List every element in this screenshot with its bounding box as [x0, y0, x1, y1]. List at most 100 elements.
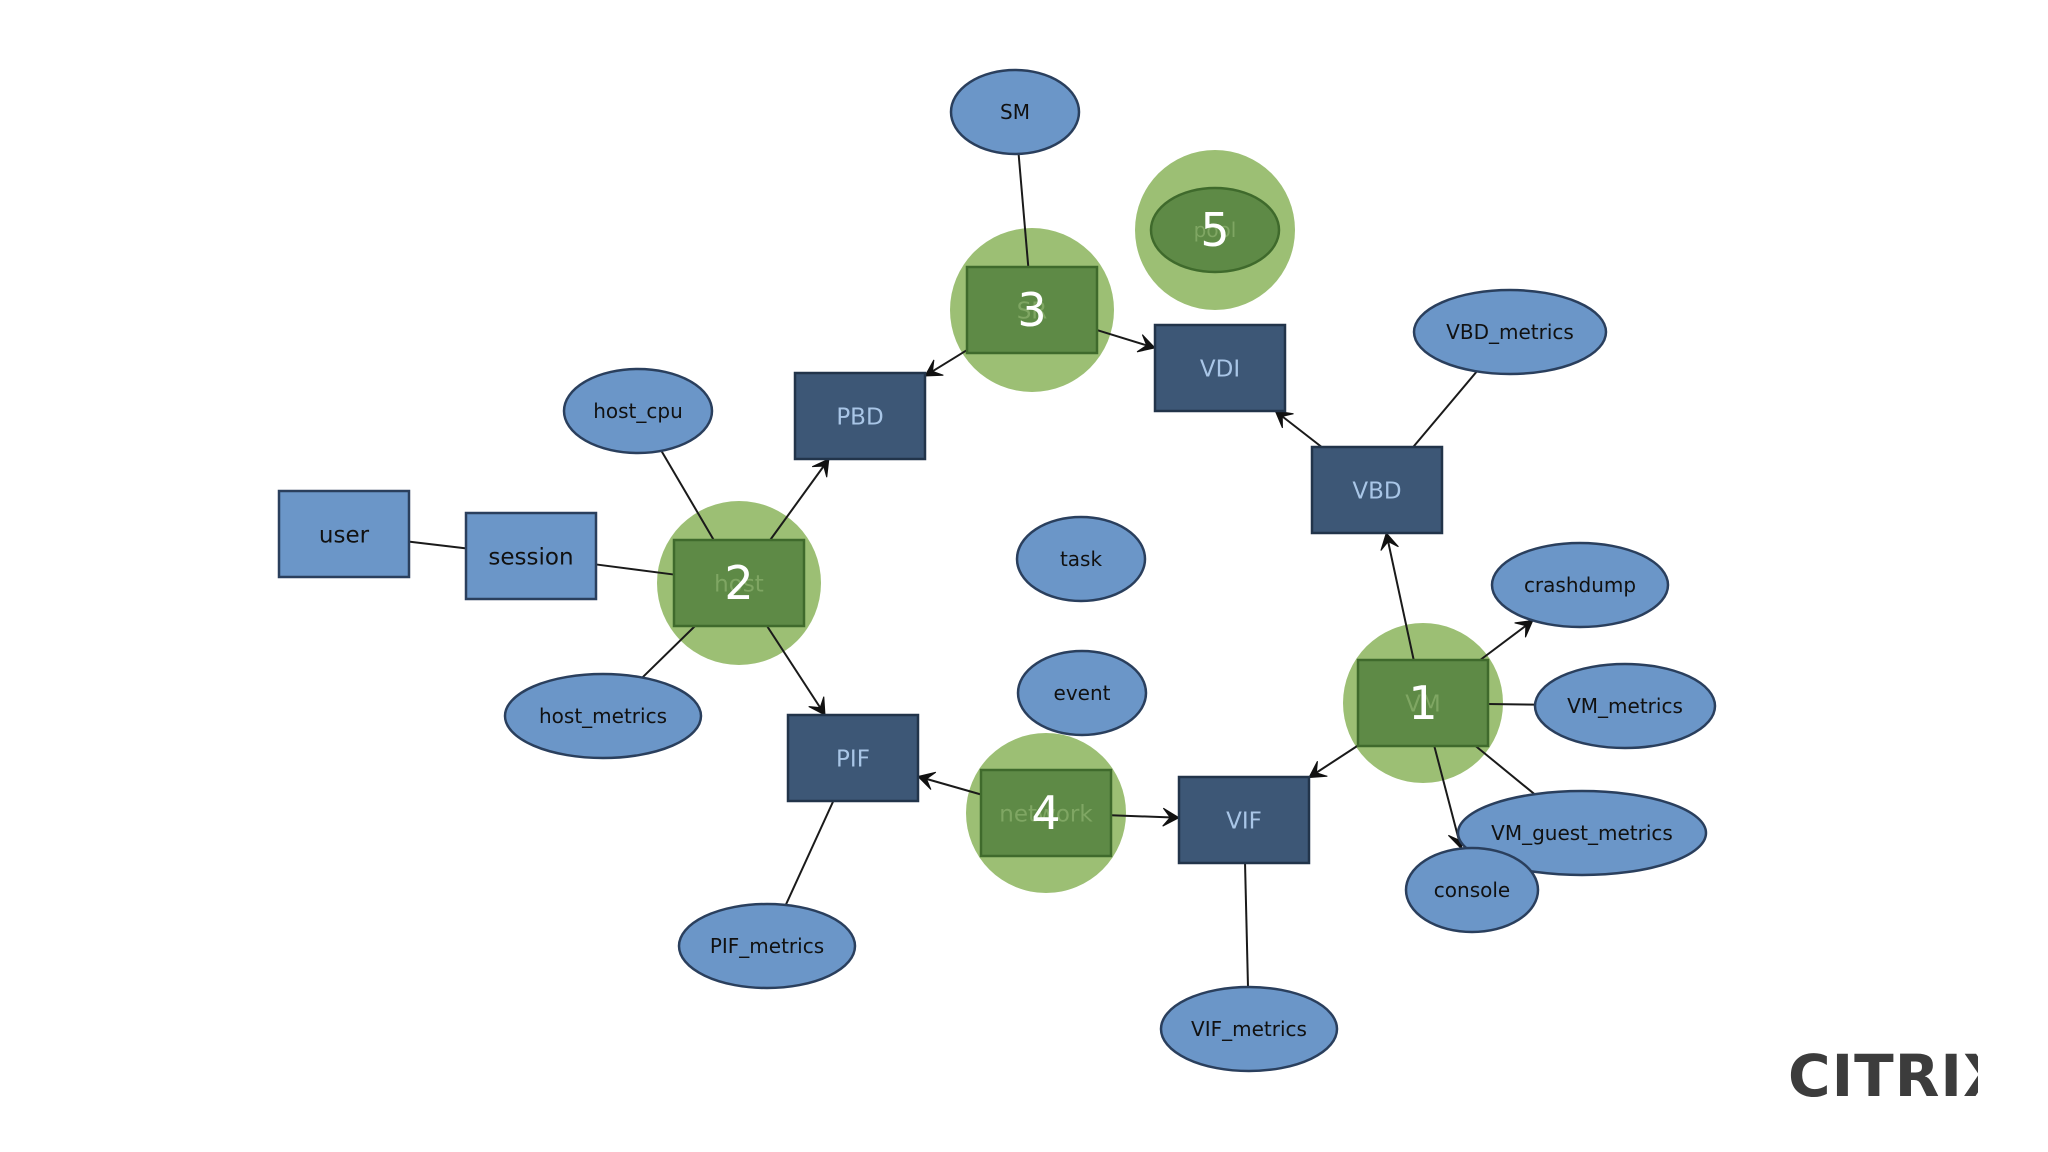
- node-user[interactable]: user: [277, 489, 411, 579]
- edge-vif-vif-metrics: [1244, 862, 1249, 988]
- edge-host-metrics-host: [641, 625, 696, 679]
- node-label-vm: VM: [1405, 691, 1441, 717]
- node-label-user: user: [319, 522, 370, 548]
- edge-vm-crashdump-arrowhead: [1514, 619, 1534, 638]
- edge-pif-pif-metrics: [784, 800, 835, 906]
- node-host[interactable]: host: [672, 538, 806, 628]
- node-vdi[interactable]: VDI: [1153, 323, 1287, 413]
- node-crashdump[interactable]: crashdump: [1490, 541, 1670, 629]
- node-vif[interactable]: VIF: [1177, 775, 1311, 865]
- node-shape-event: [1016, 649, 1148, 737]
- edge-vm-crashdump: [1479, 619, 1534, 661]
- edge-pbd-sr-arrowhead: [924, 359, 944, 377]
- node-task[interactable]: task: [1015, 515, 1147, 603]
- highlight-number-pool: 5: [1200, 203, 1229, 257]
- highlight-number-sr: 3: [1017, 283, 1046, 337]
- node-sr[interactable]: SR: [965, 265, 1099, 355]
- node-shape-user: [277, 489, 411, 579]
- node-shape-task: [1015, 515, 1147, 603]
- node-label-vm-guest-metrics: VM_guest_metrics: [1491, 821, 1673, 845]
- edge-host-pbd-arrowhead: [811, 458, 830, 478]
- highlight-number-network: 4: [1031, 786, 1060, 840]
- highlight-number-host: 2: [724, 556, 753, 610]
- edge-vbd-vm: [1385, 532, 1415, 661]
- node-shape-vif-metrics: [1159, 985, 1339, 1073]
- edge-host-pif-arrowhead: [808, 696, 826, 716]
- node-label-session: session: [488, 544, 573, 570]
- edge-vdi-vbd: [1274, 410, 1323, 448]
- node-label-console: console: [1434, 878, 1510, 902]
- node-session[interactable]: session: [464, 511, 598, 601]
- node-label-pif: PIF: [836, 746, 870, 772]
- edge-vbd-vbd-metrics: [1412, 370, 1478, 448]
- node-shape-host: [672, 538, 806, 628]
- node-host-metrics[interactable]: host_metrics: [503, 672, 703, 760]
- edge-pif-network-arrowhead: [917, 771, 937, 790]
- node-vm-metrics[interactable]: VM_metrics: [1533, 662, 1717, 750]
- edge-vm-vm-guest-metrics: [1474, 745, 1536, 795]
- edge-sr-vdi-arrowhead: [1136, 334, 1156, 353]
- node-shape-vbd: [1310, 445, 1444, 535]
- edge-user-session: [408, 540, 467, 550]
- edge-host-cpu-host: [660, 450, 715, 541]
- node-event[interactable]: event: [1016, 649, 1148, 737]
- node-label-sr: SR: [1017, 298, 1048, 324]
- node-pool[interactable]: pool: [1149, 186, 1281, 274]
- node-label-host: host: [714, 571, 764, 597]
- highlight-number-vm: 1: [1408, 676, 1437, 730]
- node-network[interactable]: network: [979, 768, 1113, 858]
- node-vm[interactable]: VM: [1356, 658, 1490, 748]
- node-shape-pif-metrics: [677, 902, 857, 990]
- node-shape-vm: [1356, 658, 1490, 748]
- node-label-event: event: [1054, 681, 1111, 705]
- edge-network-vif: [1110, 814, 1180, 819]
- node-shape-sr: [965, 265, 1099, 355]
- edge-vif-vm-arrowhead: [1308, 760, 1328, 779]
- node-console[interactable]: console: [1404, 846, 1540, 934]
- node-shape-crashdump: [1490, 541, 1670, 629]
- node-vbd[interactable]: VBD: [1310, 445, 1444, 535]
- node-shape-host-cpu: [562, 367, 714, 455]
- node-label-vbd-metrics: VBD_metrics: [1446, 320, 1574, 344]
- edge-sr-vdi: [1096, 329, 1156, 349]
- edge-vm-vm-metrics: [1487, 702, 1536, 706]
- node-label-host-metrics: host_metrics: [539, 704, 667, 728]
- edge-sm-sr: [1017, 153, 1030, 268]
- node-shape-vbd-metrics: [1412, 288, 1608, 376]
- edge-network-vif-arrowhead: [1162, 807, 1181, 827]
- node-label-task: task: [1060, 547, 1103, 571]
- node-shape-pif: [786, 713, 920, 803]
- node-shape-host-metrics: [503, 672, 703, 760]
- node-sm[interactable]: SM: [949, 68, 1081, 156]
- node-label-pbd: PBD: [836, 404, 883, 430]
- node-label-sm: SM: [1000, 100, 1030, 124]
- edge-vbd-vm-arrowhead: [1380, 532, 1399, 551]
- node-vm-guest-metrics[interactable]: VM_guest_metrics: [1456, 789, 1708, 877]
- node-label-vdi: VDI: [1200, 356, 1240, 382]
- highlight-numbers: 2 3 5 4 1: [724, 203, 1437, 840]
- edge-vif-vm: [1308, 744, 1359, 779]
- node-label-host-cpu: host_cpu: [593, 399, 683, 423]
- edge-host-pbd: [769, 458, 830, 541]
- node-label-pool: pool: [1194, 218, 1237, 242]
- node-label-pif-metrics: PIF_metrics: [710, 934, 824, 958]
- edge-session-host: [595, 563, 675, 576]
- node-label-vif-metrics: VIF_metrics: [1191, 1017, 1307, 1041]
- edge-pif-network: [917, 775, 982, 796]
- node-pbd[interactable]: PBD: [793, 371, 927, 461]
- node-host-cpu[interactable]: host_cpu: [562, 367, 714, 455]
- citrix-logo: CITRIX: [1788, 1042, 1978, 1110]
- node-pif-metrics[interactable]: PIF_metrics: [677, 902, 857, 990]
- node-label-network: network: [999, 801, 1093, 827]
- edge-host-pif: [766, 625, 826, 716]
- citrix-logo-text: CITRIX: [1788, 1042, 1978, 1110]
- node-label-vbd: VBD: [1352, 478, 1401, 504]
- node-label-vm-metrics: VM_metrics: [1567, 694, 1683, 718]
- node-vbd-metrics[interactable]: VBD_metrics: [1412, 288, 1608, 376]
- node-shape-vm-guest-metrics: [1456, 789, 1708, 877]
- node-shape-vif: [1177, 775, 1311, 865]
- node-vif-metrics[interactable]: VIF_metrics: [1159, 985, 1339, 1073]
- node-pif[interactable]: PIF: [786, 713, 920, 803]
- node-label-crashdump: crashdump: [1524, 573, 1636, 597]
